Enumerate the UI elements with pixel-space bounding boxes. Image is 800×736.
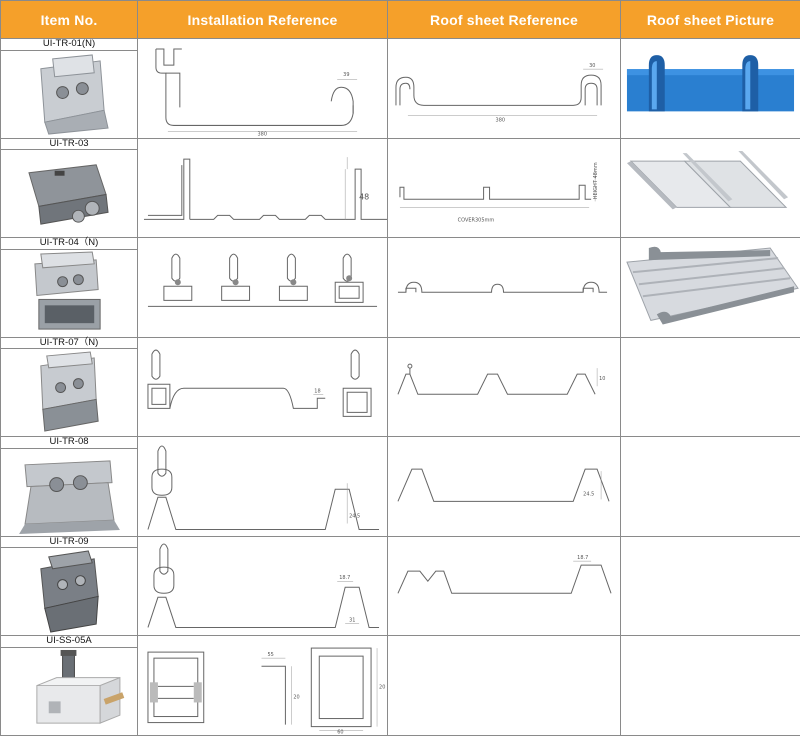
- svg-text:39: 39: [343, 73, 349, 79]
- product-photo: [0, 546, 138, 637]
- svg-text:60: 60: [337, 730, 343, 735]
- svg-text:18.7: 18.7: [577, 555, 588, 561]
- installation-drawing: 18.7 31: [137, 535, 388, 637]
- table-row: UI-TR-09 18.7 31: [0, 535, 800, 637]
- roof-sheet-picture: [620, 336, 800, 438]
- table-row: [0, 347, 800, 438]
- header-installation-reference: Installation Reference: [137, 0, 388, 40]
- table-row: [0, 49, 800, 139]
- roof-sheet-drawing: [387, 237, 621, 338]
- table-row: [0, 546, 800, 637]
- table-row: [0, 248, 800, 338]
- svg-text:31: 31: [349, 617, 355, 623]
- header-item-no: Item No.: [0, 0, 138, 40]
- roof-sheet-picture: [620, 535, 800, 637]
- table-row: [0, 148, 800, 239]
- installation-drawing: 39 380: [137, 38, 388, 139]
- roof-sheet-picture: [620, 436, 800, 537]
- svg-text:380: 380: [258, 132, 268, 138]
- product-photo: [0, 148, 138, 239]
- installation-drawing: 55 20 20 60: [137, 635, 388, 736]
- roof-sheet-picture: [620, 237, 800, 338]
- roof-sheet-picture: [620, 38, 800, 139]
- roof-sheet-drawing: 10: [387, 336, 621, 438]
- item-id: UI-TR-08: [0, 436, 138, 449]
- table-row: [0, 646, 800, 736]
- item-id: UI-SS-05A: [0, 635, 138, 648]
- header-roof-sheet-reference: Roof sheet Reference: [387, 0, 621, 40]
- svg-text:20: 20: [379, 685, 385, 691]
- svg-text:48: 48: [359, 192, 369, 201]
- svg-text:COVER305mm: COVER305mm: [458, 217, 495, 223]
- table-row: UI-TR-04（N): [0, 237, 800, 338]
- header-roof-sheet-picture: Roof sheet Picture: [620, 0, 800, 40]
- table-row: [0, 447, 800, 537]
- installation-drawing: 48: [137, 137, 388, 239]
- roof-sheet-drawing: 24.5: [387, 436, 621, 537]
- roof-sheet-picture: [620, 635, 800, 736]
- roof-sheet-drawing: 18.7: [387, 535, 621, 637]
- item-id: UI-TR-03: [0, 137, 138, 151]
- installation-drawing: [137, 237, 388, 338]
- product-photo: [0, 248, 138, 338]
- table-row: UI-TR-01(N) 39 380: [0, 38, 800, 139]
- svg-text:24.5: 24.5: [583, 492, 594, 498]
- installation-drawing: 18: [137, 336, 388, 438]
- svg-text:24.5: 24.5: [349, 514, 360, 520]
- item-id: UI-TR-09: [0, 535, 138, 549]
- roof-sheet-drawing: [387, 635, 621, 736]
- roof-sheet-drawing: 30 380: [387, 38, 621, 139]
- item-id: UI-TR-07（N): [0, 336, 138, 350]
- svg-text:380: 380: [496, 118, 506, 124]
- product-photo: [0, 347, 138, 438]
- product-photo: [0, 49, 138, 139]
- header-row: Item No. Installation Reference Roof she…: [0, 0, 800, 40]
- product-photo: [0, 646, 138, 736]
- item-id: UI-TR-01(N): [0, 38, 138, 51]
- item-id: UI-TR-04（N): [0, 237, 138, 250]
- product-photo: [0, 447, 138, 537]
- svg-text:30: 30: [589, 63, 595, 69]
- svg-text:55: 55: [267, 652, 273, 658]
- installation-drawing: 24.5: [137, 436, 388, 537]
- table-row: UI-TR-07（N) 18: [0, 336, 800, 438]
- roof-sheet-drawing: HEIGHT 48mm COVER305mm: [387, 137, 621, 239]
- table-row: UI-SS-05A 55 20: [0, 635, 800, 736]
- table-row: UI-TR-03 48: [0, 137, 800, 239]
- svg-text:20: 20: [293, 695, 299, 701]
- svg-text:10: 10: [599, 376, 605, 382]
- svg-text:HEIGHT 48mm: HEIGHT 48mm: [593, 162, 599, 199]
- roof-sheet-picture: [620, 137, 800, 239]
- svg-text:18.7: 18.7: [339, 575, 350, 581]
- table-row: UI-TR-08 24.5: [0, 436, 800, 537]
- svg-text:18: 18: [314, 388, 320, 394]
